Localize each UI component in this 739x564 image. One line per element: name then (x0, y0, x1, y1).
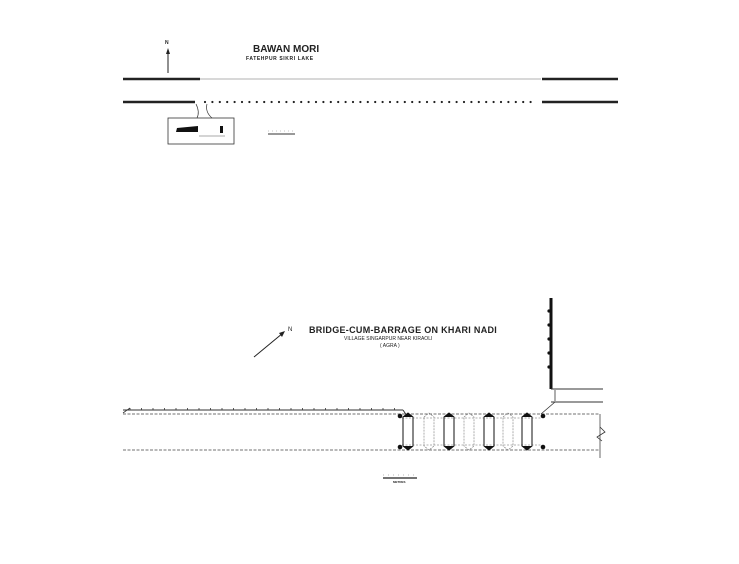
pier-dot (277, 100, 281, 104)
plan2-subtitle: VILLAGE SINGARPUR NEAR KIRAOLI (344, 336, 433, 342)
pier-dot (485, 100, 488, 104)
plan2-north-label: N (288, 327, 293, 333)
plan-khari-nadi (122, 298, 606, 479)
pier-dot (374, 100, 377, 104)
dashed-pier (502, 412, 514, 451)
pier-dot (477, 100, 480, 104)
pier-dot (433, 100, 436, 104)
pier-dot (470, 100, 473, 104)
pier-dot (248, 100, 251, 104)
pier-dot (381, 100, 384, 104)
wall-buttress (547, 365, 551, 369)
pier-dot (203, 100, 207, 104)
pier-dot (366, 100, 369, 104)
pier-dot (300, 100, 303, 104)
pier-dot (226, 100, 229, 104)
scale-bar (383, 474, 417, 479)
plan1-subtitle: FATEHPUR SIKRI LAKE (246, 56, 314, 62)
pier-nose (484, 413, 494, 417)
pier (443, 412, 455, 451)
abutment-post (397, 444, 403, 450)
pier-dot (344, 100, 347, 104)
side-channel (540, 388, 603, 415)
plan2-title: BRIDGE-CUM-BARRAGE ON KHARI NADI (309, 325, 498, 335)
pier-dot (233, 100, 236, 104)
pier-dot (411, 100, 414, 104)
pier-dot (396, 100, 399, 104)
pier-dot (499, 100, 503, 104)
pier-dot (462, 100, 466, 104)
pier-nose (444, 413, 454, 417)
pier-dot (270, 100, 273, 104)
pier-dot (388, 100, 392, 104)
pier-dot (529, 100, 532, 104)
pier-dot (337, 100, 340, 104)
approach-embankment (122, 407, 408, 417)
plan2-location: ( AGRA ) (380, 343, 400, 349)
pier-nose (403, 446, 413, 450)
dashed-pier (423, 412, 435, 451)
abutment-post (540, 413, 546, 419)
pier-dot (329, 100, 332, 104)
pier-dot (255, 100, 258, 104)
plan1-north-label: N (165, 40, 169, 46)
pier-dot (322, 100, 325, 104)
pier (521, 412, 533, 451)
pier-dot (218, 100, 221, 104)
abutment-post (540, 444, 546, 450)
pier-nose (403, 413, 413, 417)
lower-wall-with-piers (123, 100, 618, 104)
pier-nose (522, 413, 532, 417)
retaining-wall (547, 298, 553, 389)
wall-buttress (547, 309, 551, 313)
pier-dot (314, 100, 318, 104)
pier (483, 412, 495, 451)
pier-dot (492, 100, 495, 104)
scale-unit-label: METRES (393, 480, 406, 484)
dashed-pier (463, 412, 475, 451)
pier-dot (351, 100, 355, 104)
pier-dot (285, 100, 288, 104)
pier-dot (307, 100, 310, 104)
pier-dot (514, 100, 517, 104)
scale-bar (268, 130, 295, 135)
pier-dot (448, 100, 451, 104)
abutment-post (397, 413, 403, 419)
inset-detail (167, 117, 235, 145)
pier-dot (522, 100, 525, 104)
wall-buttress (547, 337, 551, 341)
detail-callout (195, 103, 213, 119)
pier-nose (522, 446, 532, 450)
pier-dot (263, 100, 266, 104)
wall-buttress (547, 323, 551, 327)
pier-dot (240, 100, 244, 104)
pier (402, 412, 414, 451)
wall-buttress (547, 351, 551, 355)
pier-dot (418, 100, 421, 104)
pier-nose (444, 446, 454, 450)
plan-bawan-mori (123, 48, 618, 145)
north-arrow-icon (253, 331, 285, 358)
pier-dot (425, 100, 429, 104)
pier-dot (292, 100, 295, 104)
pier-dot (211, 100, 214, 104)
pier-dot (359, 100, 362, 104)
plan1-title: BAWAN MORI (253, 44, 320, 55)
pier-dot (440, 100, 443, 104)
bridge-piers (397, 412, 546, 451)
pier-dot (403, 100, 406, 104)
river-banks (123, 413, 606, 458)
north-arrow-icon (166, 48, 170, 73)
pier-nose (484, 446, 494, 450)
pier-dot (507, 100, 510, 104)
pier-dot (455, 100, 458, 104)
